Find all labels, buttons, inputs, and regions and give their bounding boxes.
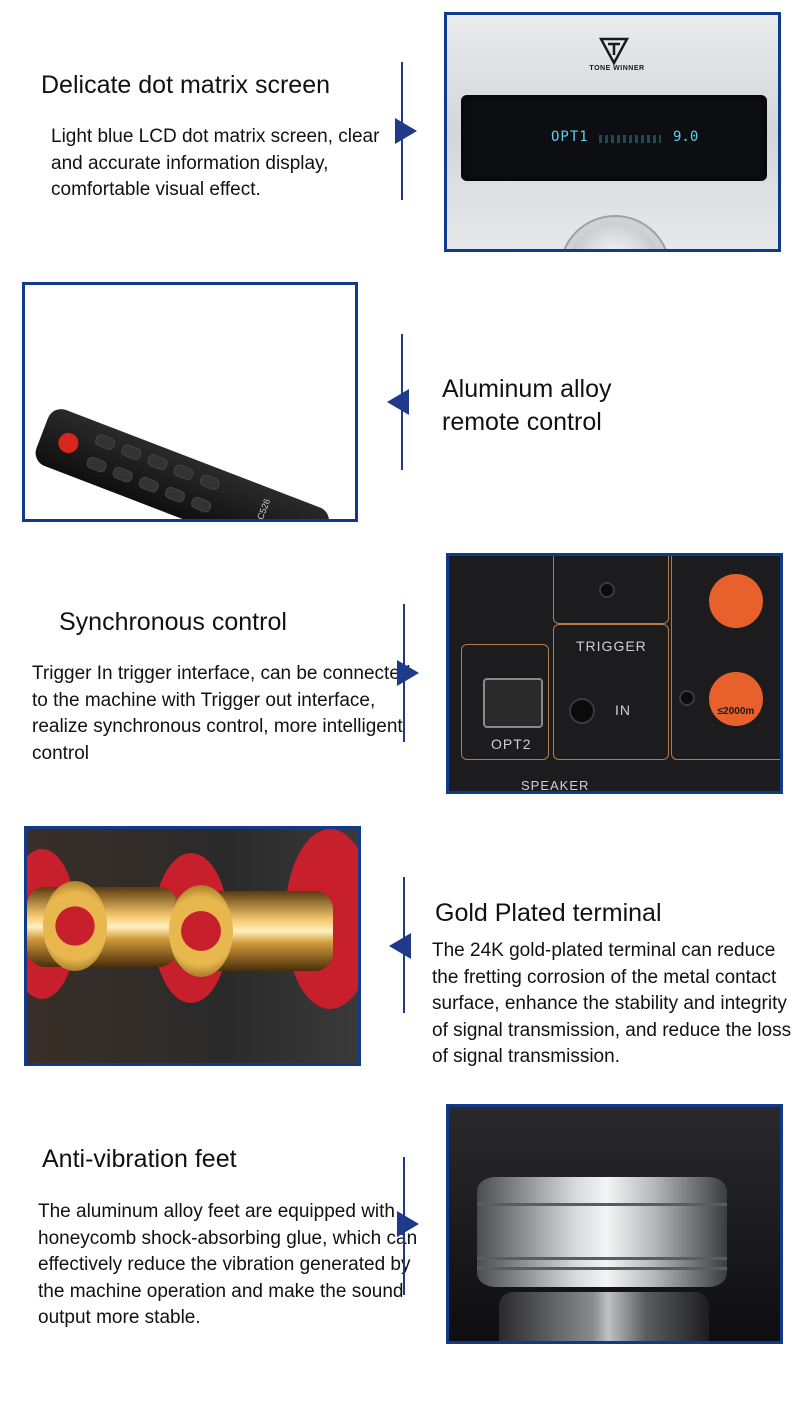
- section-title-feet: Anti-vibration feet: [42, 1145, 237, 1173]
- opt-label: OPT2: [491, 736, 532, 752]
- gold-terminal-image: [24, 826, 361, 1066]
- foot-base: [499, 1292, 709, 1341]
- feet-image: [446, 1104, 783, 1344]
- lcd-source: OPT1: [551, 129, 589, 145]
- lcd-display: OPT1 9.0: [461, 95, 767, 181]
- altitude-icon: ≤2000m: [709, 672, 763, 726]
- speaker-label: SPEAKER: [521, 778, 590, 793]
- brand-name: TONE WINNER: [589, 65, 645, 72]
- remote-model: RC526: [252, 497, 273, 522]
- aluminum-foot: [477, 1177, 727, 1287]
- terminal-cap-icon: [169, 885, 233, 977]
- section-desc-screen: Light blue LCD dot matrix screen, clear …: [51, 126, 380, 200]
- pointer-left-icon: [389, 933, 411, 959]
- section-desc-sync: Trigger In trigger interface, can be con…: [32, 663, 411, 764]
- trigger-in-jack: [569, 698, 595, 724]
- no-humidity-icon: [709, 574, 763, 628]
- trigger-panel-image: TRIGGER IN OPT2 ≤2000m SPEAKER: [446, 553, 783, 794]
- pointer-right-icon: [397, 1211, 419, 1237]
- section-title-terminal: Gold Plated terminal: [435, 899, 662, 927]
- trigger-label: TRIGGER: [576, 638, 647, 654]
- section-title-screen: Delicate dot matrix screen: [41, 71, 331, 99]
- pointer-right-icon: [397, 660, 419, 686]
- lcd-level-dots: [599, 135, 661, 143]
- section-title-sync: Synchronous control: [59, 608, 287, 636]
- terminal-cap-icon: [43, 881, 107, 971]
- lcd-value: 9.0: [673, 129, 699, 145]
- tone-winner-logo-icon: [599, 37, 629, 65]
- remote-image: RC526: [22, 282, 358, 522]
- pointer-left-icon: [387, 389, 409, 415]
- section-title-remote: Aluminum alloy remote control: [442, 375, 612, 436]
- in-label: IN: [615, 702, 631, 718]
- power-button-icon: [55, 430, 82, 456]
- section-desc-terminal: The 24K gold-plated terminal can reduce …: [432, 940, 792, 1067]
- lcd-screen-image: TONE WINNER OPT1 9.0: [444, 12, 781, 252]
- optical-port-icon: [483, 678, 543, 728]
- altitude-label: ≤2000m: [717, 706, 755, 717]
- section-desc-feet: The aluminum alloy feet are equipped wit…: [38, 1201, 418, 1328]
- pointer-right-icon: [395, 118, 417, 144]
